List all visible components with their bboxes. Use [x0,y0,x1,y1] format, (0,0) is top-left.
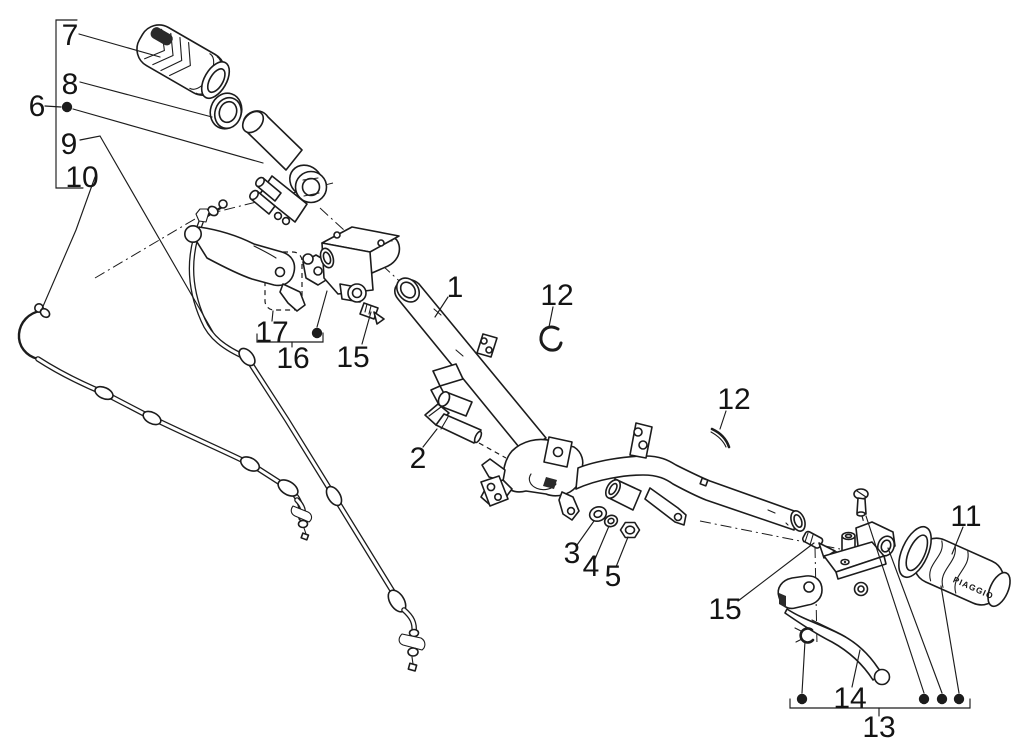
throttle-twist-tube [241,110,328,226]
washer-small [603,514,619,528]
callout-14-17: 14 [833,682,866,715]
brake-light-switch [359,302,385,325]
bullet-point-5 [953,693,965,705]
callout-10-4: 10 [65,161,98,194]
bullet-point-3 [918,693,930,705]
callout-7-0: 7 [62,19,79,52]
bracket-16 [256,332,324,343]
callout-16-6: 16 [276,342,309,375]
callout-1-8: 1 [447,271,464,304]
right-control-block [801,488,896,597]
throttle-cable-rear [188,199,426,672]
bracket-left-group [55,19,84,189]
front-brake-lever [184,225,306,312]
callout-15-7: 15 [336,341,369,374]
callout-8-1: 8 [62,68,79,101]
right-grip: PIAGGIO [898,525,1011,608]
lever-ball-end [873,668,891,686]
bracket-13 [789,698,971,709]
lever-ball-end [184,225,203,244]
callout-2-9: 2 [410,442,427,475]
callout-13-18: 13 [862,711,895,744]
hex-nut [619,521,641,539]
callout-4-13: 4 [583,550,600,583]
callout-11-15: 11 [950,500,981,533]
throttle-cable-front [17,302,313,541]
lever-retaining-clip [794,627,815,644]
callout-12-11: 12 [717,383,750,416]
callout-3-12: 3 [564,537,581,570]
callout-12-10: 12 [540,279,573,312]
rear-brake-lever [777,575,891,686]
callout-6-2: 6 [29,90,46,123]
retaining-clip-upper [539,325,563,352]
left-grip [136,24,231,100]
callout-5-14: 5 [605,560,622,593]
cable-adjuster-nut [195,208,210,223]
retaining-clip-lower [710,427,731,449]
brake-master-cylinder [264,226,401,311]
callout-leaders [40,19,971,717]
clamp-bolt [424,403,483,444]
bullet-point-1 [311,327,323,339]
throttle-tube-ring [209,92,243,130]
cable-end-fitting [801,530,840,559]
callout-9-3: 9 [61,128,78,161]
bullet-point-0 [61,101,73,113]
cable-nipple [218,199,228,209]
callout-15-16: 15 [708,593,741,626]
handlebar [394,277,806,532]
washer-large [588,506,608,522]
block-screw [853,488,869,517]
left-grip-logo [150,27,173,46]
callout-17-5: 17 [255,316,288,349]
bullet-point-4 [936,693,948,705]
bullet-point-2 [796,693,808,705]
